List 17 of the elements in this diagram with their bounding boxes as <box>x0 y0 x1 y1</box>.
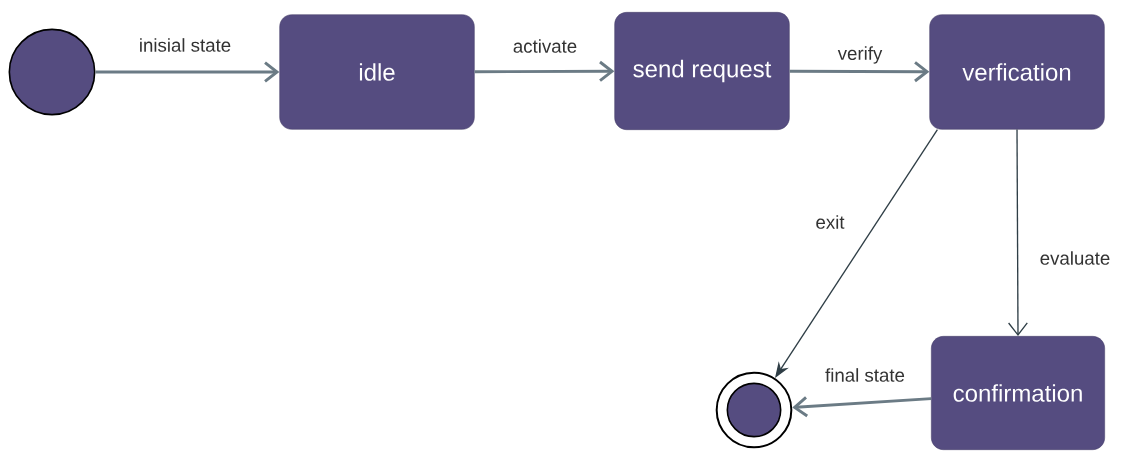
edge-label: exit <box>816 215 845 229</box>
arrow <box>474 60 615 82</box>
edge-label: inisial state <box>140 38 231 52</box>
initial-state-circle <box>8 28 96 116</box>
state-box: confirmation <box>931 336 1105 450</box>
edge-label: evaluate <box>1040 251 1110 265</box>
arrow <box>792 396 932 418</box>
edge-label: final state <box>825 368 905 382</box>
state-box: send request <box>614 12 790 130</box>
arrow <box>1007 128 1028 337</box>
arrow <box>789 61 930 83</box>
state-box: idle <box>279 14 475 130</box>
state-box: verfication <box>929 14 1105 130</box>
arrow <box>95 61 280 83</box>
edge-label: activate <box>513 39 577 53</box>
edge-label: verify <box>837 46 883 64</box>
final-state-circle <box>715 371 793 449</box>
